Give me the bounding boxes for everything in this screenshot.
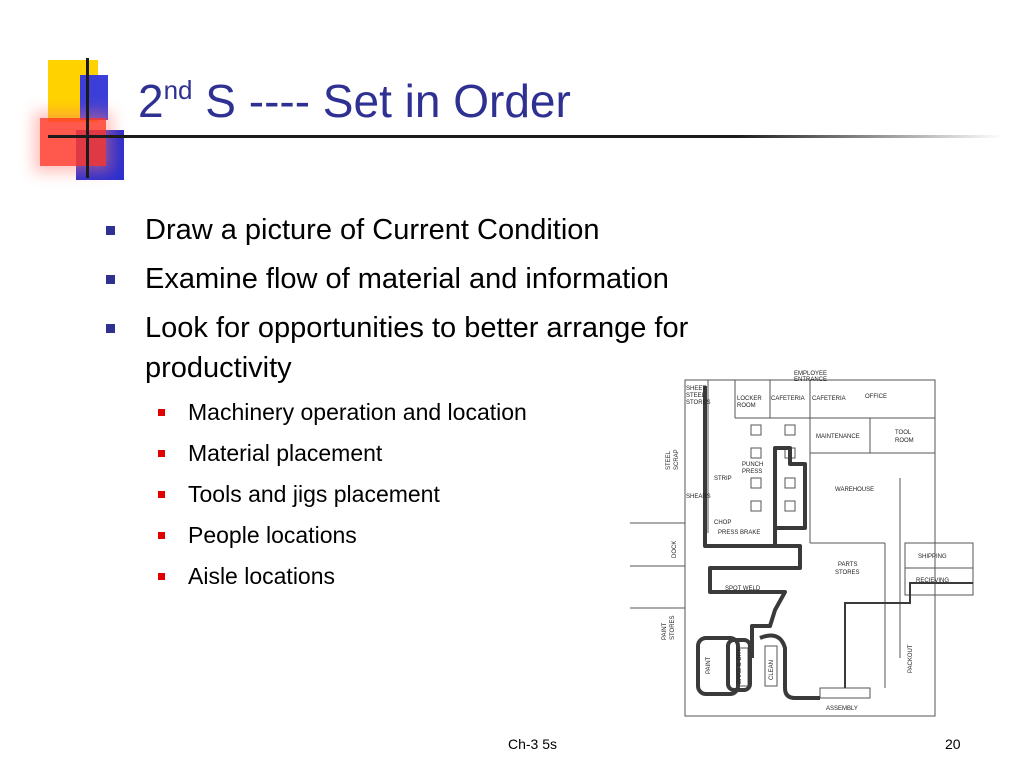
label-clean: CLEAN <box>769 660 775 680</box>
label-parts-stores: STORES <box>835 570 860 576</box>
label-warehouse: WAREHOUSE <box>835 487 874 493</box>
bullet-marker <box>106 226 115 235</box>
label-tool: TOOL <box>895 430 912 436</box>
bullet-item: Examine flow of material and information <box>100 259 800 299</box>
label-tool-room: ROOM <box>895 438 914 444</box>
slide-title: 2nd S ---- Set in Order <box>138 74 571 127</box>
label-parts: PARTS <box>838 562 857 568</box>
label-paint: PAINT <box>706 656 712 674</box>
label-paint-vertical: PAINT <box>662 622 668 640</box>
sub-bullet-item: Tools and jigs placement <box>100 479 800 509</box>
label-maintenance: MAINTENANCE <box>816 434 860 440</box>
sub-bullet-marker <box>158 450 165 457</box>
label-assembly: ASSEMBLY <box>826 706 858 712</box>
label-recieving: RECIEVING <box>916 578 949 584</box>
label-spot-weld: SPOT WELD <box>725 586 761 592</box>
label-shipping: SHIPPING <box>918 554 947 560</box>
decorative-squares-logo <box>0 0 140 190</box>
label-strip: STRIP <box>714 476 732 482</box>
sub-bullet-item: Machinery operation and location <box>100 397 800 427</box>
blue-square-top <box>80 75 108 120</box>
label-steel-vertical: STEEL <box>666 450 672 470</box>
bullet-list: Draw a picture of Current Condition Exam… <box>100 210 800 602</box>
footer-chapter: Ch-3 5s <box>508 736 558 752</box>
sub-bullet-item: Aisle locations <box>100 561 800 591</box>
label-room: ROOM <box>737 403 756 409</box>
label-stores: STORES <box>686 400 711 406</box>
plant-layout-diagram: EMPLOYEE ENTRANCE SHEET STEEL STORES LOC… <box>630 371 974 717</box>
label-press: PRESS <box>742 469 762 475</box>
label-steel: STEEL <box>686 393 706 399</box>
sub-bullet-item: Material placement <box>100 438 800 468</box>
label-employee-entrance-2: ENTRANCE <box>794 377 827 383</box>
bullet-marker <box>106 275 115 284</box>
label-punch: PUNCH <box>742 462 763 468</box>
bullet-item: Look for opportunities to better arrange… <box>100 308 785 388</box>
title-superscript: nd <box>163 74 193 105</box>
label-office: OFFICE <box>865 394 887 400</box>
sub-bullet-marker <box>158 491 165 498</box>
bullet-item: Draw a picture of Current Condition <box>100 210 800 250</box>
page-number: 20 <box>945 736 961 752</box>
label-locker: LOCKER <box>737 396 762 402</box>
label-employee-entrance: EMPLOYEE <box>794 371 827 377</box>
bullet-marker <box>106 324 115 333</box>
label-dock: DOCK <box>672 541 678 558</box>
label-shears: SHEARS <box>686 494 711 500</box>
label-stores-vertical: STORES <box>670 615 676 640</box>
sub-bullet-marker <box>158 409 165 416</box>
label-press-brake: PRESS BRAKE <box>718 530 760 536</box>
label-cafeteria: CAFETERIA <box>771 396 805 402</box>
label-bake-dry: BAKE & DRY <box>737 648 743 684</box>
sub-bullet-marker <box>158 573 165 580</box>
red-square <box>40 118 106 166</box>
label-sheet: SHEET <box>686 386 706 392</box>
label-scrap-vertical: SCRAP <box>674 449 680 470</box>
label-packout: PACKOUT <box>908 644 914 673</box>
vertical-rule <box>86 58 89 178</box>
label-cafeteria-2: CAFETERIA <box>812 396 846 402</box>
title-underline <box>48 135 1003 138</box>
label-chop: CHOP <box>714 520 731 526</box>
sub-bullet-marker <box>158 532 165 539</box>
sub-bullet-item: People locations <box>100 520 800 550</box>
